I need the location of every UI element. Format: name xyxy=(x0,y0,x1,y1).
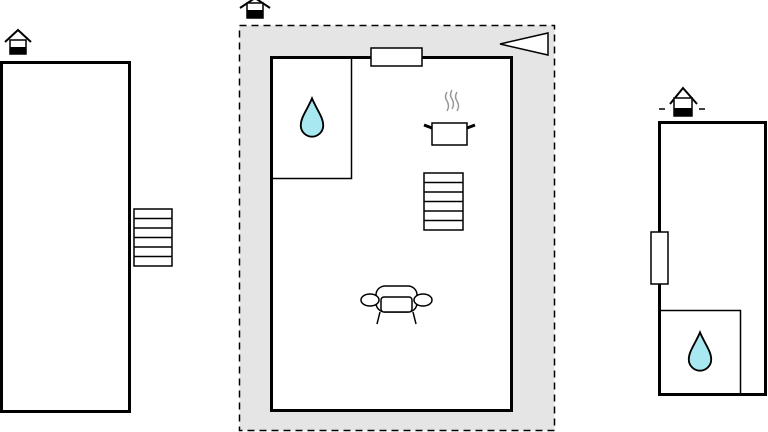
building-outline xyxy=(658,121,767,396)
floor-level-icon xyxy=(239,0,271,19)
window-icon xyxy=(370,47,423,67)
middle-building xyxy=(238,0,556,432)
bathroom xyxy=(658,309,742,396)
north-arrow-icon xyxy=(499,32,549,56)
stairs-icon xyxy=(133,208,173,267)
building-outline xyxy=(0,61,131,413)
floor-level-icon xyxy=(659,86,705,117)
left-building xyxy=(0,28,173,413)
stairs-icon xyxy=(423,172,464,231)
kitchen-pot-icon xyxy=(423,89,476,146)
bathroom xyxy=(270,56,353,180)
window-icon xyxy=(650,231,669,285)
right-building xyxy=(650,86,767,396)
floor-level-icon xyxy=(4,28,32,55)
armchair-icon xyxy=(360,285,433,325)
